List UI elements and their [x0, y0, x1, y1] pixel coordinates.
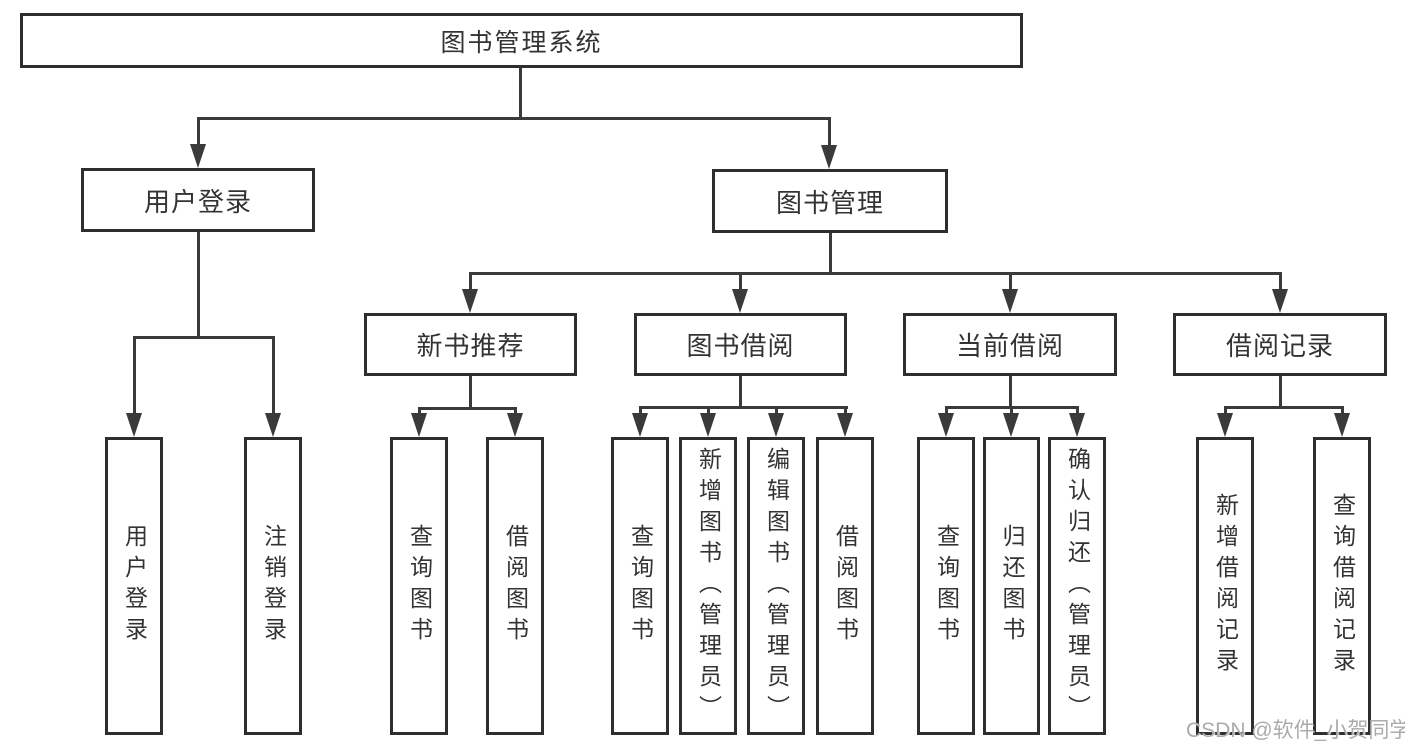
arrow-leaf-edit-book: [768, 413, 784, 437]
arrow-new-book: [462, 289, 478, 313]
leaf-query-borrow-record: 查询借阅记录: [1313, 437, 1371, 735]
leaf-query-borrow-record-label: 查询借阅记录: [1329, 493, 1356, 679]
connector-book-mgmt-stem: [827, 119, 831, 149]
connector-book-borrow-down: [738, 376, 742, 408]
arrow-leaf-query-record: [1334, 413, 1350, 437]
arrow-leaf-query-2: [632, 413, 648, 437]
leaf-borrow-books-2-label: 借阅图书: [832, 524, 859, 648]
node-root: 图书管理系统: [20, 13, 1023, 68]
arrow-user-login: [190, 144, 206, 168]
arrow-leaf-logout: [265, 413, 281, 437]
node-borrow-records-label: 借阅记录: [1225, 331, 1334, 361]
node-root-label: 图书管理系统: [440, 28, 603, 57]
connector-leaf-logout-stem: [271, 338, 275, 417]
leaf-add-book-admin: 新增图书（管理员）: [679, 437, 737, 735]
leaf-borrow-books-2: 借阅图书: [816, 437, 874, 735]
leaf-add-borrow-record-label: 新增借阅记录: [1212, 493, 1239, 679]
connector-user-login-down: [196, 232, 200, 339]
arrow-leaf-borrow-2: [837, 413, 853, 437]
leaf-borrow-books-1: 借阅图书: [486, 437, 544, 735]
arrow-leaf-query-1: [411, 413, 427, 437]
leaf-add-book-admin-label: 新增图书（管理员）: [695, 446, 722, 726]
arrow-book-mgmt: [821, 145, 837, 169]
arrow-current-borrow: [1002, 289, 1018, 313]
connector-level3-hline: [468, 272, 1282, 275]
connector-leaf12-stem: [1223, 408, 1227, 417]
node-new-book-recommend: 新书推荐: [364, 313, 577, 376]
leaf-query-books-2: 查询图书: [611, 437, 669, 735]
leaf-logout-label: 注销登录: [260, 524, 287, 648]
leaf-user-login-label: 用户登录: [121, 524, 148, 648]
node-user-login: 用户登录: [81, 168, 315, 232]
connector-borrow-record-stem: [1278, 274, 1282, 293]
arrow-leaf-add-record: [1217, 413, 1233, 437]
connector-current-borrow-hline: [944, 406, 1079, 409]
leaf-return-books-label: 归还图书: [999, 524, 1025, 648]
leaf-query-books-2-label: 查询图书: [627, 524, 654, 648]
connector-book-borrow-stem: [738, 274, 742, 293]
node-book-management: 图书管理: [712, 169, 948, 233]
node-current-borrow: 当前借阅: [903, 313, 1117, 376]
arrow-borrow-record: [1272, 289, 1288, 313]
leaf-query-books-1-label: 查询图书: [406, 524, 433, 648]
leaf-logout: 注销登录: [244, 437, 302, 735]
leaf-query-books-3-label: 查询图书: [933, 524, 960, 648]
connector-borrow-record-hline: [1223, 406, 1344, 409]
connector-new-book-hline: [417, 407, 517, 410]
arrow-leaf-add-book: [700, 413, 716, 437]
node-current-borrow-label: 当前借阅: [955, 331, 1064, 361]
node-book-management-label: 图书管理: [775, 187, 884, 218]
arrow-leaf-borrow-1: [507, 413, 523, 437]
connector-leaf8-stem: [843, 408, 847, 417]
leaf-query-books-1: 查询图书: [390, 437, 448, 735]
connector-leaf13-stem: [1340, 408, 1344, 417]
leaf-confirm-return-admin-label: 确认归还（管理员）: [1064, 446, 1091, 726]
connector-borrow-record-down: [1278, 376, 1282, 408]
leaf-borrow-books-1-label: 借阅图书: [502, 524, 529, 648]
connector-current-borrow-stem: [1008, 274, 1012, 293]
csdn-watermark: CSDN @软件_小贺同学: [1186, 719, 1405, 742]
node-new-book-recommend-label: 新书推荐: [416, 331, 525, 361]
connector-user-login-stem: [196, 119, 200, 148]
leaf-user-login: 用户登录: [105, 437, 163, 735]
connector-leaf9-stem: [944, 408, 948, 417]
connector-leaf-login-stem: [132, 338, 136, 417]
node-user-login-label: 用户登录: [143, 186, 252, 217]
leaf-return-books: 归还图书: [983, 437, 1040, 735]
arrow-leaf-confirm-return: [1069, 413, 1085, 437]
connector-leaf11-stem: [1075, 408, 1079, 417]
connector-book-mgmt-down: [828, 233, 832, 275]
connector-leaf5-stem: [638, 408, 642, 417]
connector-current-borrow-down: [1008, 376, 1012, 408]
connector-leaf6-stem: [706, 408, 710, 417]
arrow-leaf-login: [126, 413, 142, 437]
leaf-edit-book-admin: 编辑图书（管理员）: [747, 437, 805, 735]
node-book-borrow-label: 图书借阅: [686, 331, 795, 361]
connector-new-book-down: [468, 376, 472, 409]
arrow-leaf-return: [1003, 413, 1019, 437]
leaf-add-borrow-record: 新增借阅记录: [1196, 437, 1254, 735]
leaf-query-books-3: 查询图书: [917, 437, 975, 735]
connector-leaf7-stem: [774, 408, 778, 417]
arrow-leaf-query-3: [938, 413, 954, 437]
connector-level2-hline: [196, 117, 831, 120]
connector-root-stem: [518, 68, 522, 119]
connector-user-login-hline: [132, 336, 275, 339]
arrow-book-borrow: [732, 289, 748, 313]
leaf-confirm-return-admin: 确认归还（管理员）: [1048, 437, 1106, 735]
leaf-edit-book-admin-label: 编辑图书（管理员）: [763, 446, 790, 726]
connector-book-borrow-hline: [638, 406, 848, 409]
connector-new-book-stem: [468, 274, 472, 293]
node-book-borrow: 图书借阅: [634, 313, 847, 376]
node-borrow-records: 借阅记录: [1173, 313, 1387, 376]
connector-leaf10-stem: [1009, 408, 1013, 417]
